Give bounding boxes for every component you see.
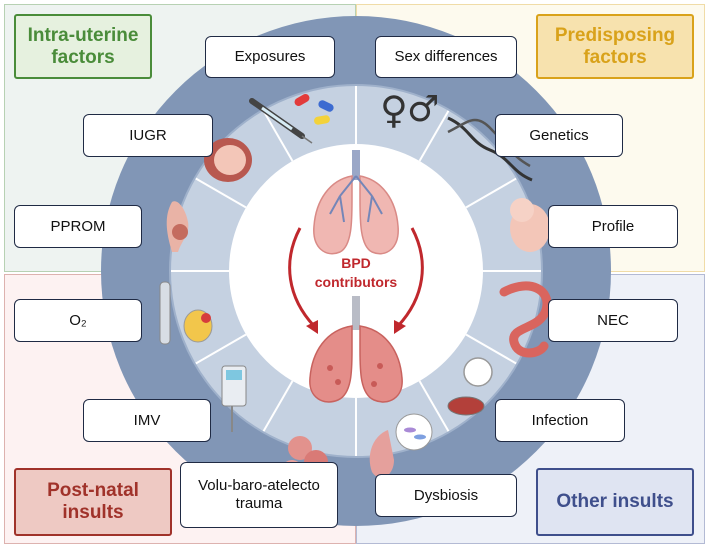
pprom-label: PPROM bbox=[14, 205, 142, 248]
ventilator-icon bbox=[221, 365, 247, 432]
predisposing-factors-label: Predisposing factors bbox=[536, 14, 694, 79]
dysbiosis-label: Dysbiosis bbox=[375, 474, 517, 517]
other-insults-label: Other insults bbox=[536, 468, 694, 536]
sex-differences-label: Sex differences bbox=[375, 36, 517, 78]
right-arrowhead bbox=[394, 320, 406, 334]
sector-group bbox=[169, 84, 543, 458]
sector-divider bbox=[465, 333, 518, 365]
sector-outer-edge bbox=[169, 84, 543, 458]
dna-icon bbox=[447, 116, 533, 182]
oxygen-tank-icon bbox=[159, 281, 213, 345]
intra-uterine-factors-label: Intra-uterine factors bbox=[14, 14, 152, 79]
petri-dish-icon bbox=[447, 357, 493, 416]
left-arrowhead bbox=[306, 320, 318, 334]
sector-divider bbox=[418, 380, 450, 433]
intestine-icon bbox=[499, 281, 552, 358]
microbiome-lung-icon bbox=[369, 413, 433, 478]
iugr-label: IUGR bbox=[83, 114, 213, 157]
bpd-lung-icon bbox=[309, 296, 403, 403]
center-title-line2: contributors bbox=[315, 274, 398, 290]
sex-symbols-icon: ♀ ♂ bbox=[380, 88, 439, 132]
profile-label: Profile bbox=[548, 205, 678, 248]
exposures-label: Exposures bbox=[205, 36, 335, 78]
svg-text:♂: ♂ bbox=[407, 89, 439, 130]
sector-divider bbox=[418, 109, 450, 162]
imv-label: IMV bbox=[83, 399, 211, 442]
fetus-icon bbox=[510, 198, 550, 252]
sector-divider bbox=[262, 109, 294, 162]
volu-baro-atelecto-trauma-label: Volu-baro-atelecto trauma bbox=[180, 462, 338, 528]
syringe-pills-icon bbox=[249, 94, 334, 144]
center-disc bbox=[229, 144, 483, 398]
svg-text:♀: ♀ bbox=[380, 88, 408, 132]
center-title-line1: BPD bbox=[341, 255, 371, 271]
post-natal-insults-label: Post-natal insults bbox=[14, 468, 172, 536]
right-curved-arrow bbox=[396, 227, 424, 328]
sector-divider bbox=[262, 380, 294, 433]
sector-divider bbox=[465, 177, 518, 209]
uterus-icon bbox=[204, 138, 252, 182]
infection-label: Infection bbox=[495, 399, 625, 442]
genetics-label: Genetics bbox=[495, 114, 623, 157]
sector-divider bbox=[194, 333, 247, 365]
left-curved-arrow bbox=[288, 227, 316, 328]
sector-divider bbox=[194, 177, 247, 209]
pregnant-woman-icon bbox=[166, 201, 189, 252]
o2-label: O₂ bbox=[14, 299, 142, 342]
nec-label: NEC bbox=[548, 299, 678, 342]
healthy-lung-icon bbox=[313, 150, 399, 255]
